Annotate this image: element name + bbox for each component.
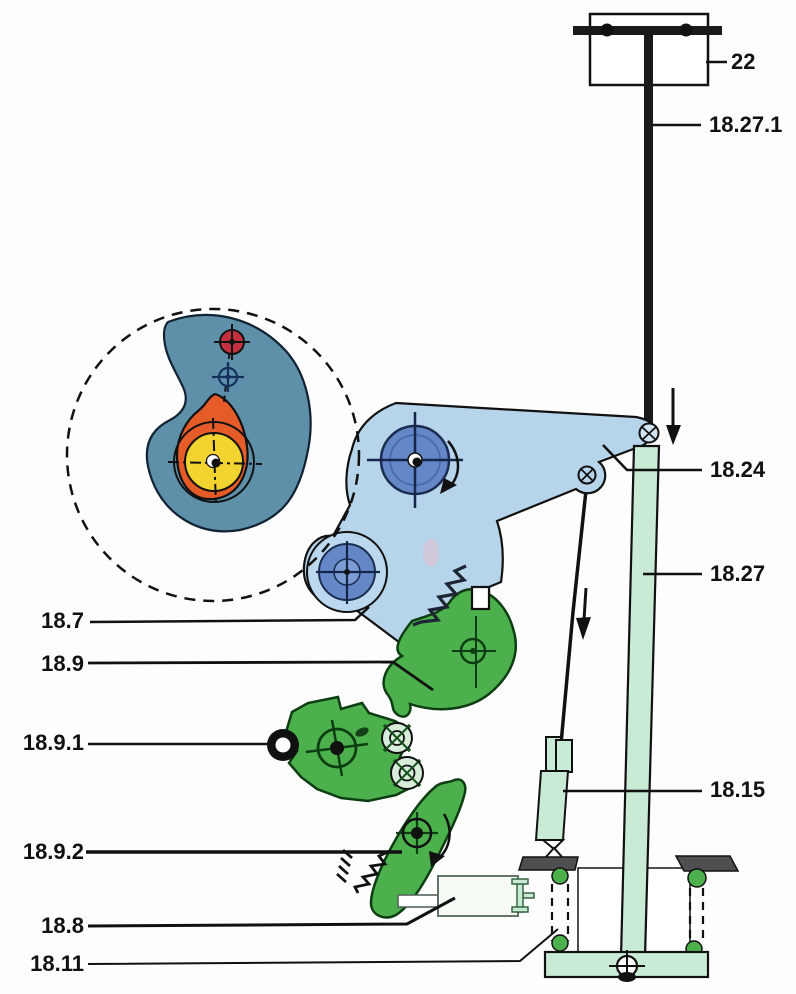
motion-arrows [576, 388, 681, 640]
table-top-left [517, 856, 579, 871]
lever-18-7 [302, 401, 655, 662]
lever-bolts [577, 422, 660, 485]
down-arrow-top-head [666, 425, 681, 445]
hanger-assembly [573, 12, 722, 428]
leader-18-9 [87, 660, 434, 692]
hanger-pin-right [679, 23, 693, 37]
detail-circle-dashed [65, 307, 361, 603]
cylinder-foot-top [540, 839, 566, 851]
label-18-9-1: 18.9.1 [22, 730, 84, 755]
label-18-9-2: 18.9.2 [22, 839, 84, 864]
washer-lower [390, 756, 424, 790]
cylinder-body [534, 770, 570, 841]
cam-center-dot [211, 458, 221, 468]
idler-hub-dot [344, 569, 350, 575]
hanger-pin-left [600, 23, 614, 37]
label-18-24: 18.24 [710, 457, 766, 482]
pull-rod [559, 480, 589, 745]
follower-pivot-dot [470, 648, 476, 654]
table-legs-dashed [550, 884, 705, 942]
leader-18-7 [89, 606, 370, 624]
inset-detail-view [65, 307, 361, 603]
label-18-15: 18.15 [710, 777, 766, 802]
plate-pivot [316, 727, 358, 769]
damper-body [437, 875, 519, 917]
tension-spring [412, 564, 468, 627]
leader-18-11 [87, 928, 559, 965]
plate-pivot-dot [330, 741, 344, 755]
rotation-arrow-head [440, 478, 457, 494]
vertical-rod-overdraw [644, 28, 653, 428]
pink-watermark [423, 539, 439, 567]
follower-pivot [459, 637, 487, 665]
label-18-8: 18.8 [41, 913, 84, 938]
down-arrow-mid-head [576, 617, 591, 640]
base-bolt-shadow [618, 972, 636, 982]
pull-rod-group [559, 480, 589, 745]
label-18-9: 18.9 [41, 651, 84, 676]
cam-pin-blue [212, 362, 244, 392]
drive-pulley [367, 412, 463, 508]
leader-lines [86, 60, 727, 965]
cam-pin-red [214, 324, 250, 360]
damper-rod [397, 894, 439, 908]
blade-body [369, 778, 467, 919]
linkage-18-9-1 [267, 695, 424, 803]
damper-18-8 [397, 875, 535, 917]
follower-18-9 [382, 585, 518, 718]
blade-pivot [401, 817, 433, 849]
idler-pulley [306, 531, 388, 613]
label-18-27-1: 18.27.1 [709, 112, 783, 137]
label-22: 22 [731, 49, 756, 74]
blade-pivot-dot [411, 827, 423, 839]
eye-bearing-bore [275, 737, 291, 753]
label-18-27: 18.27 [710, 561, 766, 586]
washer-upper [381, 722, 413, 754]
plate-slot [355, 727, 369, 737]
label-18-11: 18.11 [30, 951, 84, 976]
rotation-arrow-arc [447, 440, 460, 485]
label-18-7: 18.7 [41, 608, 84, 633]
leader-18-24 [602, 444, 702, 472]
pulley-hub-dot [412, 457, 422, 467]
table-top-right [674, 855, 740, 872]
down-arrow-mid-shaft [582, 587, 588, 621]
stop-block [470, 585, 491, 611]
leader-18-8 [87, 896, 456, 928]
follower-body [382, 588, 518, 718]
cylinder-upper-right [555, 739, 573, 773]
base-assembly [543, 950, 710, 982]
blade-rotation-head [429, 851, 445, 867]
blade-18-9-2 [336, 778, 467, 919]
damper-fitting [511, 878, 535, 913]
cylinder-18-15 [534, 736, 573, 859]
